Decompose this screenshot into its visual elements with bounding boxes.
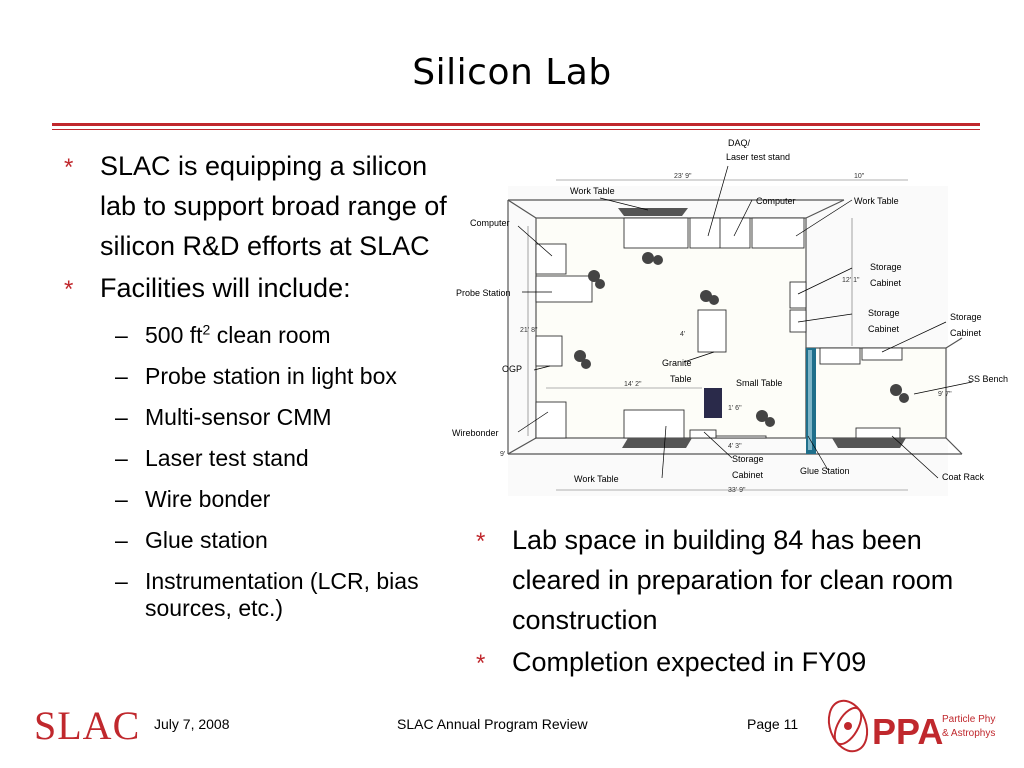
sub-bullet-item: – Multi-sensor CMM — [58, 404, 458, 431]
dim-left-bottom: 9' — [500, 451, 505, 458]
label-work-table-top-left: Work Table — [570, 186, 615, 196]
dash-symbol: – — [115, 404, 128, 430]
sub-bullet-text: Wire bonder — [145, 486, 271, 512]
dim-ss: 9' 7" — [938, 391, 952, 398]
walls — [507, 199, 963, 455]
dim-top-right: 10" — [854, 173, 865, 180]
ppa-line1: Particle Physics — [942, 714, 996, 725]
sub-bullet-item: – Probe station in light box — [58, 363, 458, 390]
sub-bullet-text: Laser test stand — [145, 445, 309, 471]
dim-mid: 14' 2" — [624, 381, 642, 388]
chairs — [574, 252, 909, 427]
label-storage-cabinet-1: Storage — [870, 262, 902, 272]
label-computer-top: Computer — [756, 196, 796, 206]
sub-bullet-item: – Laser test stand — [58, 445, 458, 472]
footer-page: Page 11 — [747, 716, 799, 732]
label-storage-cabinet-2: Storage — [868, 308, 900, 318]
dim-small-2: 4' 3" — [728, 443, 742, 450]
bullet-item: * Completion expected in FY09 — [470, 642, 990, 682]
label-probe-station: Probe Station — [456, 288, 511, 298]
footer-date: July 7, 2008 — [154, 716, 230, 732]
label-granite-table: Table — [670, 374, 692, 384]
slac-logo: SLAC — [34, 703, 141, 748]
label-ss-bench: SS Bench — [968, 374, 1008, 384]
bullet-item: * Lab space in building 84 has been clea… — [470, 520, 990, 640]
ppa-logo: PPA Particle Physics & Astrophysics — [827, 699, 996, 753]
bullet-symbol: * — [64, 276, 74, 303]
label-small-table: Small Table — [736, 378, 782, 388]
bullet-symbol: * — [476, 650, 486, 677]
bullet-symbol: * — [476, 528, 486, 555]
label-work-table-top-right: Work Table — [854, 196, 899, 206]
label-work-table-bottom: Work Table — [574, 474, 619, 484]
dimension-lines — [527, 179, 908, 491]
label-computer-left: Computer — [470, 218, 510, 228]
bullet-symbol: * — [64, 154, 74, 181]
sub-bullet-text: Multi-sensor CMM — [145, 404, 332, 430]
bullet-item: * Facilities will include: — [58, 268, 458, 308]
bullet-item: * SLAC is equipping a silicon lab to sup… — [58, 146, 458, 266]
sub-bullet-text: Instrumentation (LCR, bias sources, etc.… — [145, 568, 419, 621]
label-wirebonder: Wirebonder — [452, 428, 499, 438]
label-storage-cabinet-bottom: Storage — [732, 454, 764, 464]
right-bullet-list: * Lab space in building 84 has been clea… — [470, 520, 990, 684]
sub-bullet-text: Glue station — [145, 527, 268, 553]
sub-bullet-item: – Glue station — [58, 527, 458, 554]
label-daq: DAQ/ — [728, 138, 751, 148]
bullet-text: Completion expected in FY09 — [512, 647, 867, 677]
ppa-line2: & Astrophysics — [942, 728, 996, 739]
lab-floor-plan: 23' 9" 10" 21' 8" 12' 1" 9' 7" 14' 2" 4'… — [452, 138, 1008, 496]
label-storage-cabinet-2b: Cabinet — [868, 324, 900, 334]
left-bullet-list: * SLAC is equipping a silicon lab to sup… — [58, 146, 458, 636]
sub-bullet-text: Probe station in light box — [145, 363, 397, 389]
dim-left-height: 21' 8" — [520, 327, 538, 334]
sub-bullet-item: – Instrumentation (LCR, bias sources, et… — [58, 568, 445, 622]
label-storage-cabinet-3b: Cabinet — [950, 328, 982, 338]
dash-symbol: – — [115, 322, 128, 348]
leader-lines — [517, 165, 973, 479]
bullet-text: SLAC is equipping a silicon lab to suppo… — [100, 151, 447, 261]
superscript: 2 — [202, 321, 211, 338]
furniture — [535, 217, 903, 439]
label-storage-cabinet-3: Storage — [950, 312, 982, 322]
dim-small-1: 1' 6" — [728, 405, 742, 412]
slide-title: Silicon Lab — [412, 52, 612, 93]
dimension-labels: 23' 9" 10" 21' 8" 12' 1" 9' 7" 14' 2" 4'… — [500, 173, 952, 494]
ppa-emblem-core — [844, 722, 852, 730]
sub-bullet-text-after: clean room — [210, 322, 331, 348]
bullet-text: Facilities will include: — [100, 273, 351, 303]
dash-symbol: – — [115, 568, 128, 594]
work-table-top-dark — [618, 208, 688, 216]
dash-symbol: – — [115, 363, 128, 389]
label-coat-rack: Coat Rack — [942, 472, 985, 482]
label-laser-test-stand: Laser test stand — [726, 152, 790, 162]
label-storage-cabinet-1b: Cabinet — [870, 278, 902, 288]
floor-plan-labels: DAQ/ Laser test stand Work Table Compute… — [452, 138, 1008, 484]
label-storage-cabinet-bottom-b: Cabinet — [732, 470, 764, 480]
sub-bullet-text: 500 ft — [145, 322, 203, 348]
dim-granite: 4' — [680, 331, 685, 338]
dim-top-width: 23' 9" — [674, 173, 692, 180]
small-table-equipment — [704, 388, 722, 418]
dash-symbol: – — [115, 527, 128, 553]
coat-rack-dark — [832, 438, 906, 448]
dim-right-small: 12' 1" — [842, 277, 860, 284]
dash-symbol: – — [115, 486, 128, 512]
sub-bullet-item: – Wire bonder — [58, 486, 458, 513]
ppa-logo-text: PPA — [872, 711, 943, 752]
label-granite: Granite — [662, 358, 692, 368]
glue-station-cabinet-highlight — [808, 350, 812, 450]
sub-bullet-item: – 500 ft2 clean room — [58, 322, 458, 349]
title-rule-thick — [52, 123, 980, 126]
label-glue-station: Glue Station — [800, 466, 850, 476]
work-table-bottom-dark — [622, 438, 692, 448]
dash-symbol: – — [115, 445, 128, 471]
ppa-emblem — [827, 699, 869, 753]
bullet-text: Lab space in building 84 has been cleare… — [512, 525, 954, 635]
title-rule-thin — [52, 129, 980, 130]
dim-bottom-width: 33' 9" — [728, 487, 746, 494]
footer-event: SLAC Annual Program Review — [397, 716, 588, 732]
label-ogp: OGP — [502, 364, 522, 374]
